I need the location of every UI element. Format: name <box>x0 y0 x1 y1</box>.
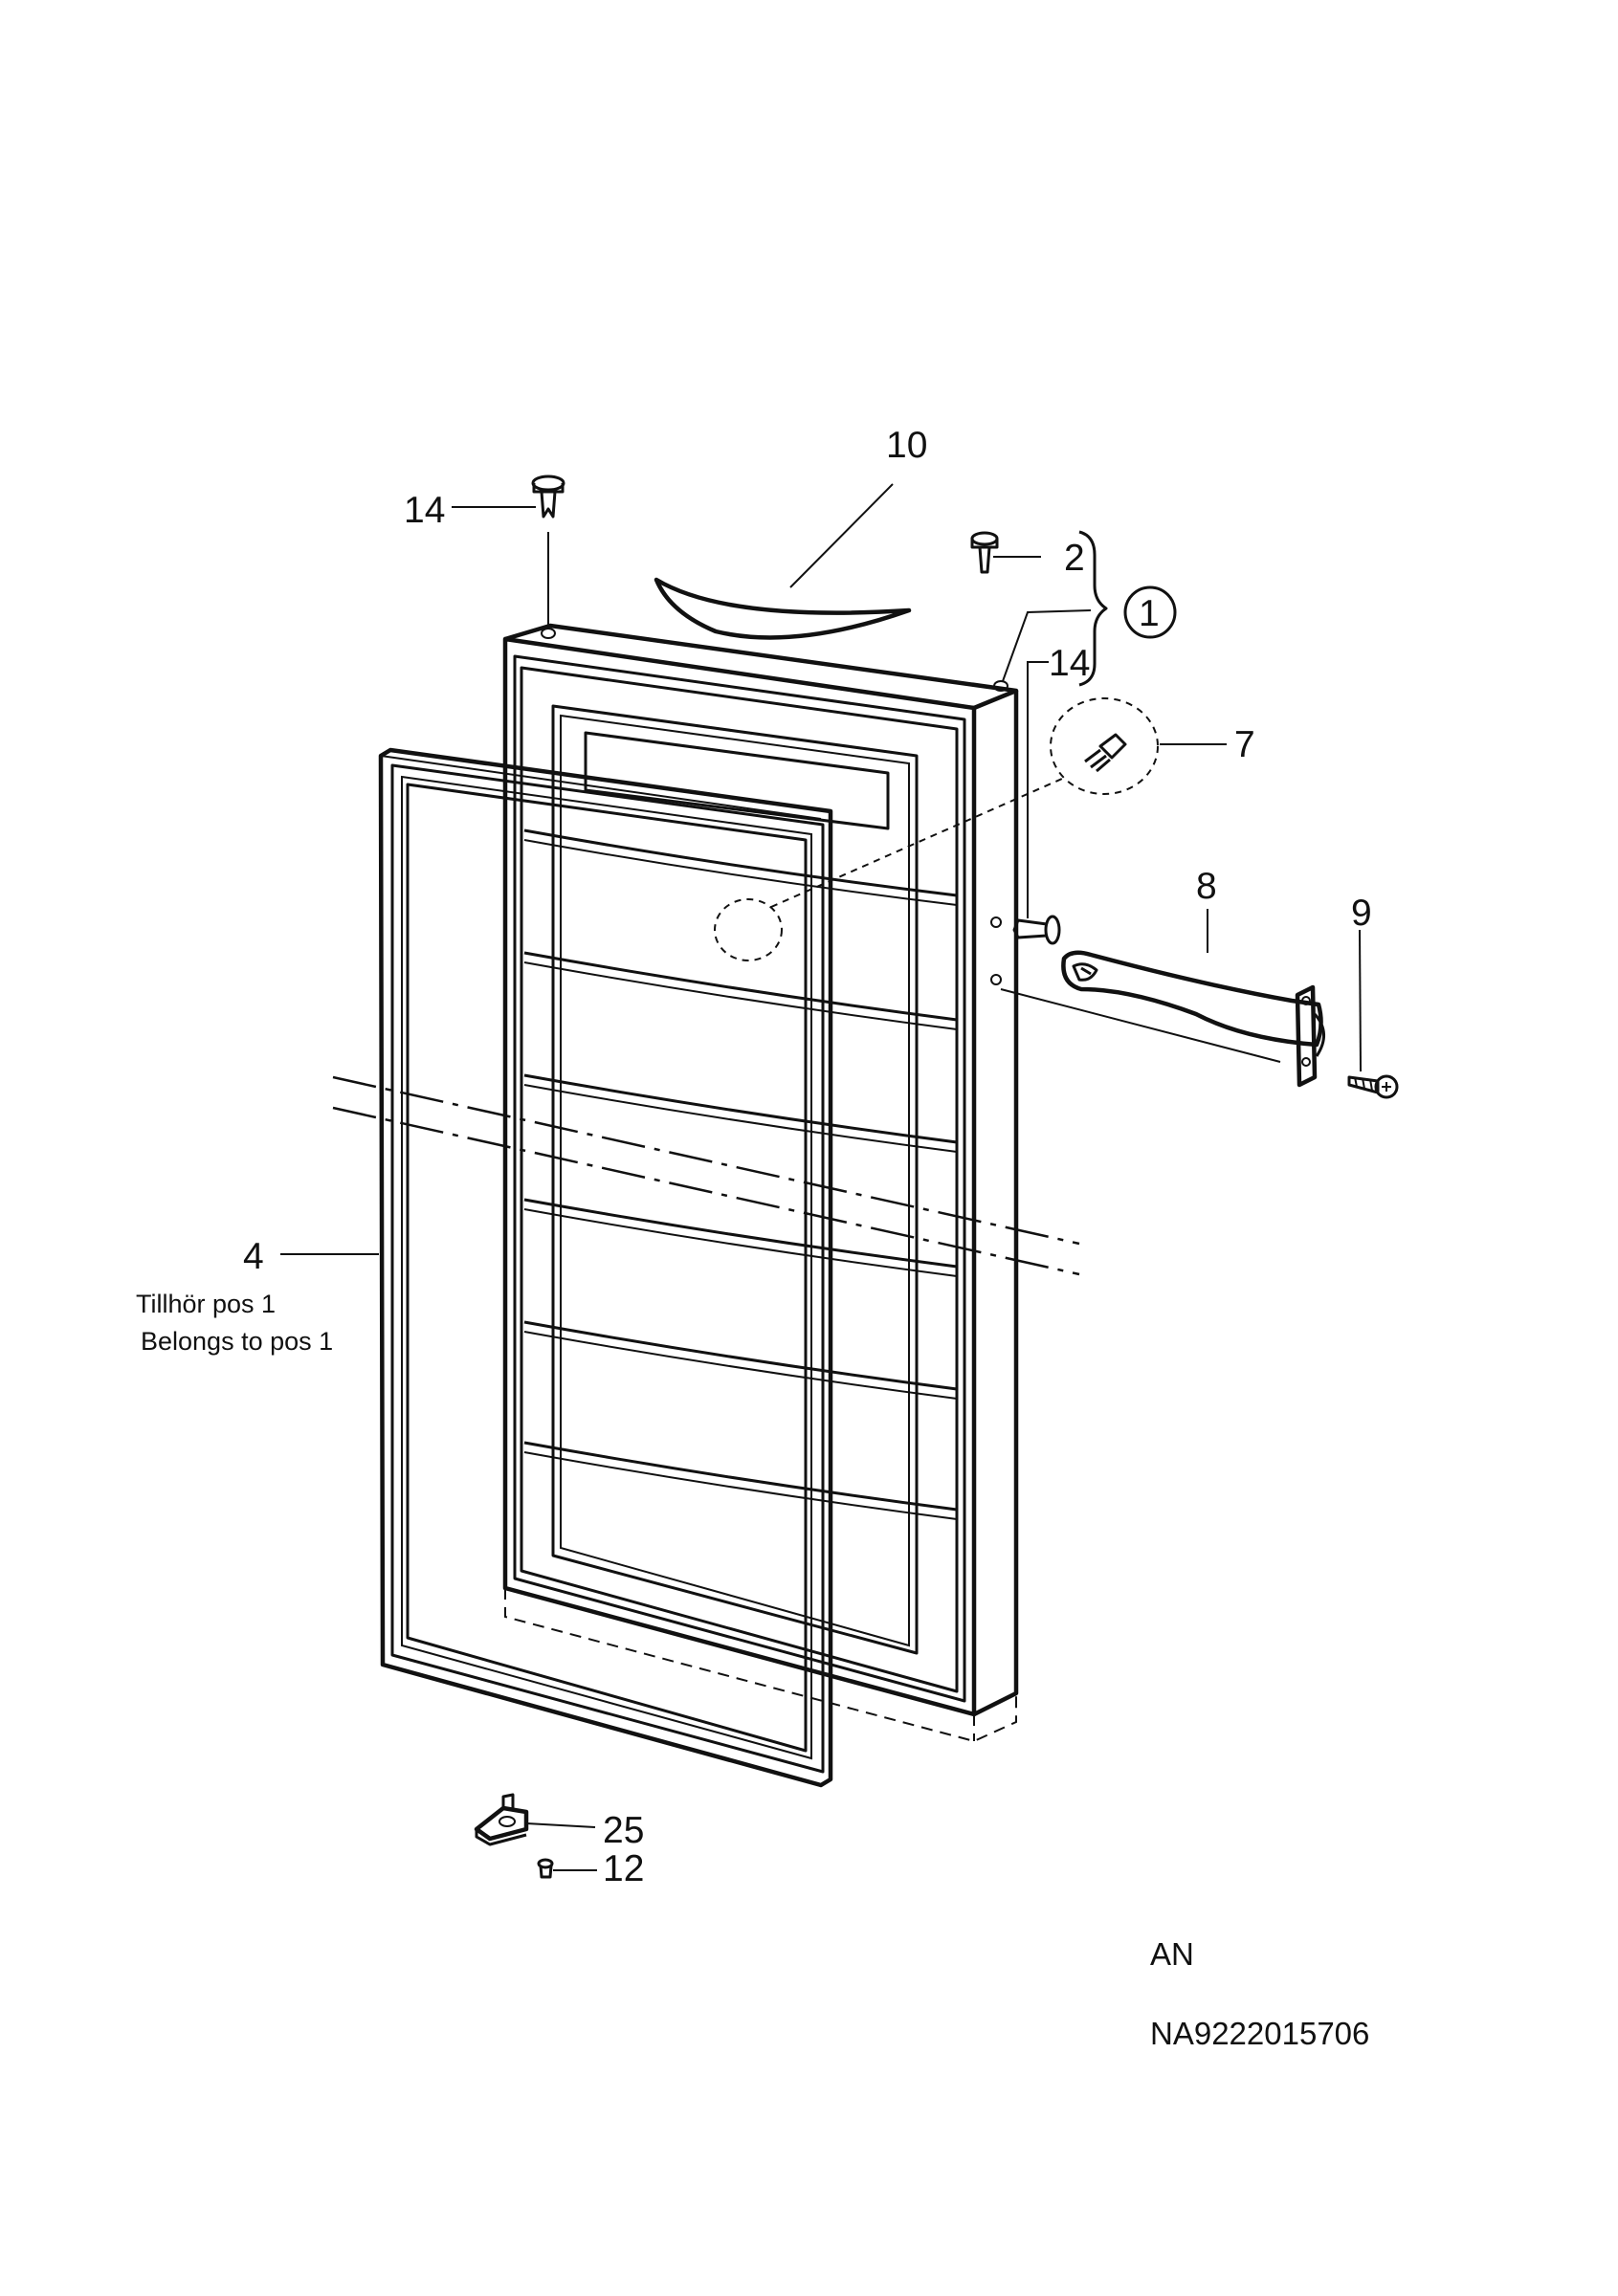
part-number: NA9222015706 <box>1150 2016 1369 2051</box>
pin-part-14-side <box>1012 915 1061 945</box>
detail-bubble-part-7 <box>714 697 1159 961</box>
hinge-part-25 <box>474 1793 529 1846</box>
handle-part-8 <box>1061 950 1325 1088</box>
pin-part-2 <box>970 531 999 574</box>
note-swedish: Tillhör pos 1 <box>136 1290 276 1318</box>
variant-code: AN <box>1150 1936 1194 1972</box>
callout-8: 8 <box>1196 866 1217 907</box>
screw-part-12 <box>537 1858 554 1879</box>
top-cover-part-10 <box>654 577 912 640</box>
callout-1: 1 <box>1139 593 1160 634</box>
callout-14-side: 14 <box>1049 643 1090 684</box>
door-gasket <box>378 747 833 1788</box>
screw-part-9 <box>1347 1074 1399 1099</box>
assembly-brace <box>1078 530 1108 687</box>
assembly-circle-1 <box>1123 585 1177 639</box>
callout-12: 12 <box>603 1848 644 1889</box>
callout-9: 9 <box>1351 893 1372 934</box>
note-english: Belongs to pos 1 <box>141 1327 333 1356</box>
callout-4: 4 <box>243 1236 264 1277</box>
callout-10: 10 <box>886 425 927 466</box>
break-line <box>332 1075 1080 1276</box>
callout-2: 2 <box>1064 538 1085 579</box>
callout-14-top: 14 <box>404 490 445 531</box>
pin-part-14-top <box>531 475 565 519</box>
leader-lines <box>280 483 1362 1871</box>
callout-25: 25 <box>603 1810 644 1851</box>
door-panel <box>502 623 1019 1743</box>
callout-7: 7 <box>1234 724 1255 765</box>
